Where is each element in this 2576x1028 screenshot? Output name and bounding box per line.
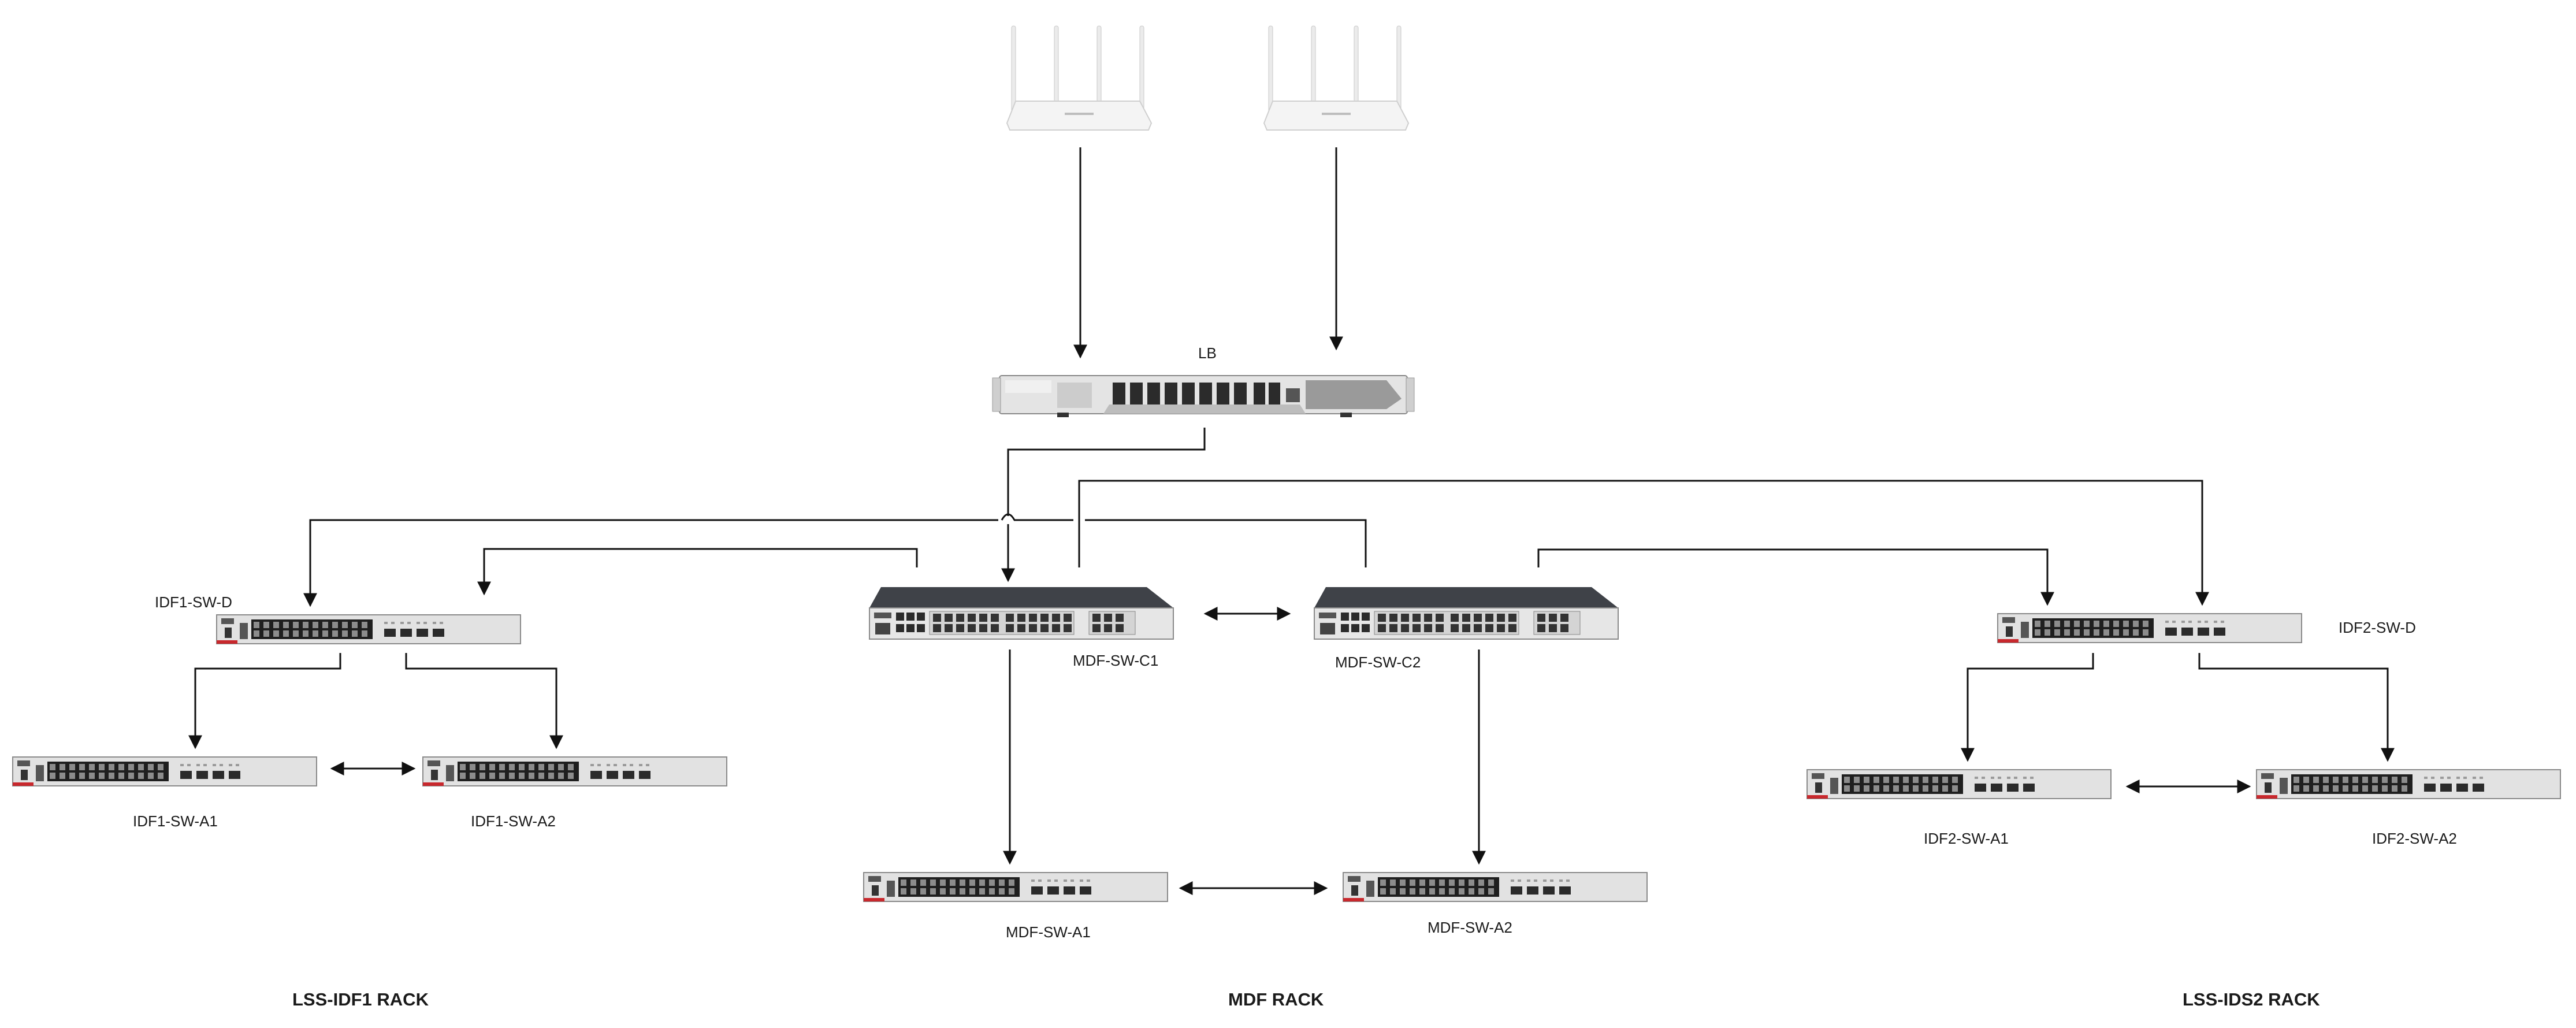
access-switch-icon <box>216 614 521 644</box>
access-switch-icon <box>863 872 1168 902</box>
idf1-sw-d-label: IDF1-SW-D <box>155 593 232 611</box>
access-switch-icon <box>422 756 727 786</box>
core-switch-icon <box>869 587 1174 640</box>
mdf-sw-a2-label: MDF-SW-A2 <box>1428 919 1512 936</box>
access-switch-icon <box>12 756 317 786</box>
load-balancer-icon <box>992 375 1415 417</box>
mdf-sw-c2-label: MDF-SW-C2 <box>1335 654 1421 671</box>
line-crossover-hop <box>1001 513 1016 521</box>
rack-label-idf1: LSS-IDF1 RACK <box>292 989 429 1010</box>
idf2-sw-d-label: IDF2-SW-D <box>2339 619 2416 636</box>
lb-label: LB <box>1198 344 1217 362</box>
mdf-sw-a1-label: MDF-SW-A1 <box>1006 923 1091 941</box>
idf1-sw-a2-label: IDF1-SW-A2 <box>471 812 556 830</box>
access-switch-icon <box>1997 613 2302 643</box>
line-crossover <box>1002 516 1014 524</box>
rack-label-idf2: LSS-IDS2 RACK <box>2183 989 2320 1010</box>
mdf-sw-c1-label: MDF-SW-C1 <box>1073 652 1159 669</box>
core-switch-icon <box>1314 587 1619 640</box>
access-switch-icon <box>1343 872 1648 902</box>
rack-label-mdf: MDF RACK <box>1228 989 1324 1010</box>
wireless-router-icon <box>1263 25 1409 131</box>
idf1-sw-a1-label: IDF1-SW-A1 <box>133 812 218 830</box>
idf2-sw-a2-label: IDF2-SW-A2 <box>2372 830 2457 847</box>
access-switch-icon <box>1806 769 2112 799</box>
wireless-router-icon <box>1006 25 1152 131</box>
access-switch-icon <box>2256 769 2561 799</box>
idf2-sw-a1-label: IDF2-SW-A1 <box>1924 830 2009 847</box>
